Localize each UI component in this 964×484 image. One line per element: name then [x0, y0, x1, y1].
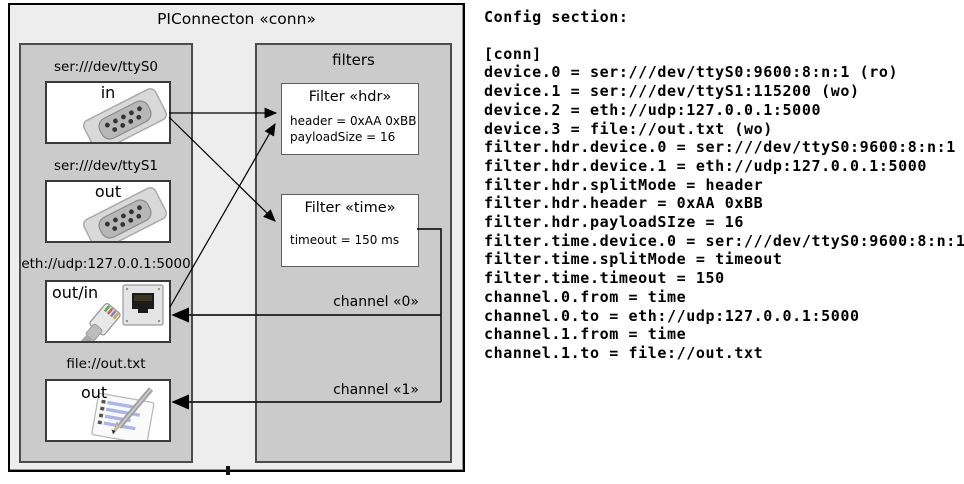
device-node-file: out [45, 379, 171, 442]
device-node-eth: out/in [45, 280, 171, 343]
serial-connector-icon [82, 88, 168, 142]
ethernet-connector-icon [78, 284, 164, 341]
devices-container: ser:///dev/ttyS0 in ser:/// [19, 43, 193, 463]
device-url-eth: eth://udp:127.0.0.1:5000 [21, 256, 191, 272]
filter-hdr-attributes: header = 0xAA 0xBB payloadSize = 16 [290, 114, 416, 145]
filter-time-node: Filter «time» timeout = 150 ms [281, 194, 419, 267]
config-line: device.0 = ser:///dev/ttyS0:9600:8:n:1 (… [484, 63, 899, 82]
device-url-ttys1: ser:///dev/ttyS1 [54, 158, 158, 174]
filters-container: filters Filter «hdr» header = 0xAA 0xBB … [255, 43, 452, 463]
device-port-label: out/in [52, 283, 99, 302]
serial-connector-icon [82, 187, 168, 241]
config-line: filter.hdr.header = 0xAA 0xBB [484, 194, 764, 213]
device-url-ttys0: ser:///dev/ttyS0 [54, 59, 158, 75]
config-heading: Config section: [484, 8, 629, 26]
device-node-ttys0: in [45, 81, 171, 144]
config-line: filter.time.device.0 = ser:///dev/ttyS0:… [484, 231, 964, 250]
config-line: channel.0.from = time [484, 287, 687, 306]
config-line: filter.hdr.payloadSIze = 16 [484, 213, 745, 232]
config-line: filter.hdr.device.0 = ser:///dev/ttyS0:9… [484, 138, 956, 157]
filter-hdr-node: Filter «hdr» header = 0xAA 0xBB payloadS… [281, 83, 419, 155]
config-line: channel.1.to = file://out.txt [484, 343, 764, 362]
device-port-label: out [94, 182, 122, 201]
config-line: filter.time.splitMode = timeout [484, 250, 783, 269]
filter-time-attributes: timeout = 150 ms [290, 233, 399, 249]
config-line: filter.hdr.device.1 = eth://udp:127.0.0.… [484, 156, 928, 175]
filter-attribute: timeout = 150 ms [290, 233, 400, 247]
piconnector-frame: PIConnecton «conn» ser:///dev/ttyS0 [8, 3, 465, 472]
device-url-file: file://out.txt [66, 356, 146, 372]
filter-time-title: Filter «time» [304, 200, 396, 216]
config-line: device.2 = eth://udp:127.0.0.1:5000 [484, 100, 822, 119]
device-port-label: in [100, 83, 116, 102]
channel-1-label: channel «1» [333, 382, 419, 398]
config-line: device.3 = file://out.txt (wo) [484, 119, 773, 138]
filters-group-label: filters [332, 51, 375, 69]
notepad-pencil-icon [91, 387, 155, 440]
config-line: [conn] [484, 44, 542, 63]
config-line: channel.1.from = time [484, 325, 687, 344]
config-line: channel.0.to = eth://udp:127.0.0.1:5000 [484, 306, 860, 325]
config-line: device.1 = ser:///dev/ttyS1:115200 (wo) [484, 82, 860, 101]
frame-bottom-notch [226, 466, 230, 475]
config-line: filter.time.timeout = 150 [484, 269, 725, 288]
device-port-label: out [81, 383, 108, 402]
config-line: filter.hdr.splitMode = header [484, 175, 764, 194]
channel-0-label: channel «0» [333, 294, 419, 310]
filter-hdr-title: Filter «hdr» [308, 89, 392, 105]
device-node-ttys1: out [45, 180, 171, 243]
diagram-title: PIConnecton «conn» [157, 10, 316, 28]
filter-attribute: header = 0xAA 0xBB [290, 114, 417, 128]
config-section: Config section: [conn] device.0 = ser://… [484, 8, 964, 363]
filter-attribute: payloadSize = 16 [290, 129, 396, 144]
